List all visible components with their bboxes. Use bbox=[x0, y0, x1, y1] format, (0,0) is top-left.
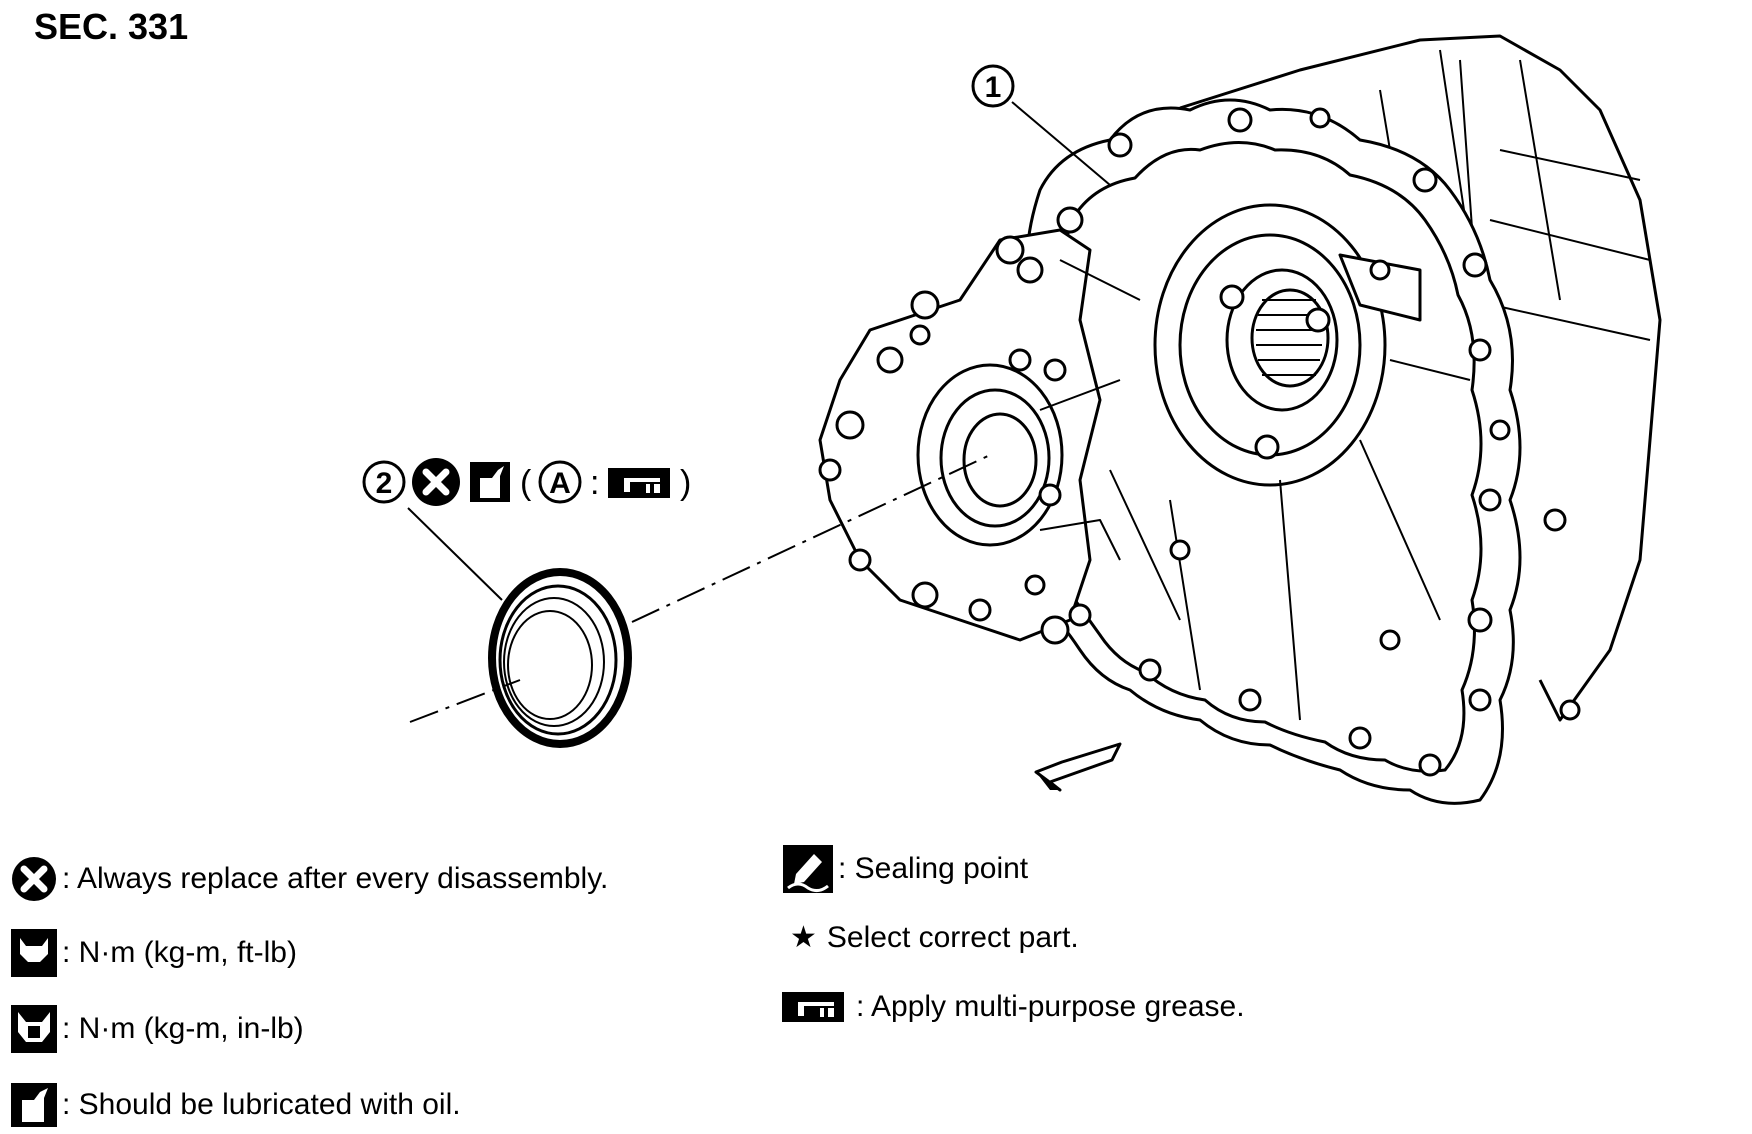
legend-sealing: : Sealing point bbox=[782, 844, 1028, 894]
star-icon: ★ bbox=[790, 921, 817, 954]
housing-bolts bbox=[818, 107, 1581, 777]
legend-lubricate: : Should be lubricated with oil. bbox=[10, 1082, 461, 1128]
grease-icon bbox=[782, 992, 844, 1022]
legend-torque-ftlb-text: : N·m (kg-m, ft-lb) bbox=[62, 936, 297, 969]
callout-1-number: 1 bbox=[985, 71, 1002, 104]
center-line bbox=[409, 454, 991, 723]
oil-can-icon bbox=[10, 1082, 58, 1128]
legend-replace-text: : Always replace after every disassembly… bbox=[62, 862, 609, 895]
callout-2-circle bbox=[362, 460, 406, 504]
legend-lubricate-text: : Should be lubricated with oil. bbox=[62, 1088, 461, 1121]
legend-sealing-text: : Sealing point bbox=[838, 852, 1029, 885]
paren-close: ) bbox=[680, 464, 691, 502]
callout-a-circle bbox=[538, 460, 582, 504]
callout-2-number: 2 bbox=[376, 467, 393, 500]
transfer-case-housing bbox=[818, 34, 1662, 805]
callout-1-circle bbox=[971, 64, 1015, 108]
colon: : bbox=[590, 464, 599, 502]
callout-a-letter: A bbox=[549, 467, 571, 500]
legend-torque-inlb-text: : N·m (kg-m, in-lb) bbox=[62, 1012, 304, 1045]
torque-wrench-filled-icon bbox=[10, 1004, 58, 1054]
legend-replace: : Always replace after every disassembly… bbox=[10, 855, 608, 903]
torque-wrench-icon bbox=[10, 928, 58, 978]
paren-open: ( bbox=[520, 464, 532, 502]
legend-grease-text: : Apply multi-purpose grease. bbox=[856, 990, 1245, 1023]
oil-seal bbox=[488, 568, 632, 748]
replace-icon bbox=[412, 458, 460, 506]
legend-grease: : Apply multi-purpose grease. bbox=[782, 990, 1245, 1024]
leader-line-1 bbox=[1011, 101, 1111, 186]
legend-torque-ftlb: : N·m (kg-m, ft-lb) bbox=[10, 928, 297, 978]
legend-torque-inlb: : N·m (kg-m, in-lb) bbox=[10, 1004, 304, 1054]
grease-icon bbox=[608, 468, 670, 498]
section-number: SEC. 331 bbox=[34, 6, 189, 47]
oil-can-icon bbox=[470, 462, 510, 502]
replace-icon bbox=[10, 855, 58, 903]
legend-select-text: Select correct part. bbox=[826, 920, 1079, 954]
sealing-point-icon bbox=[782, 844, 834, 894]
leader-line-2 bbox=[407, 507, 503, 601]
legend-select: ★ Select correct part. bbox=[790, 920, 1079, 955]
